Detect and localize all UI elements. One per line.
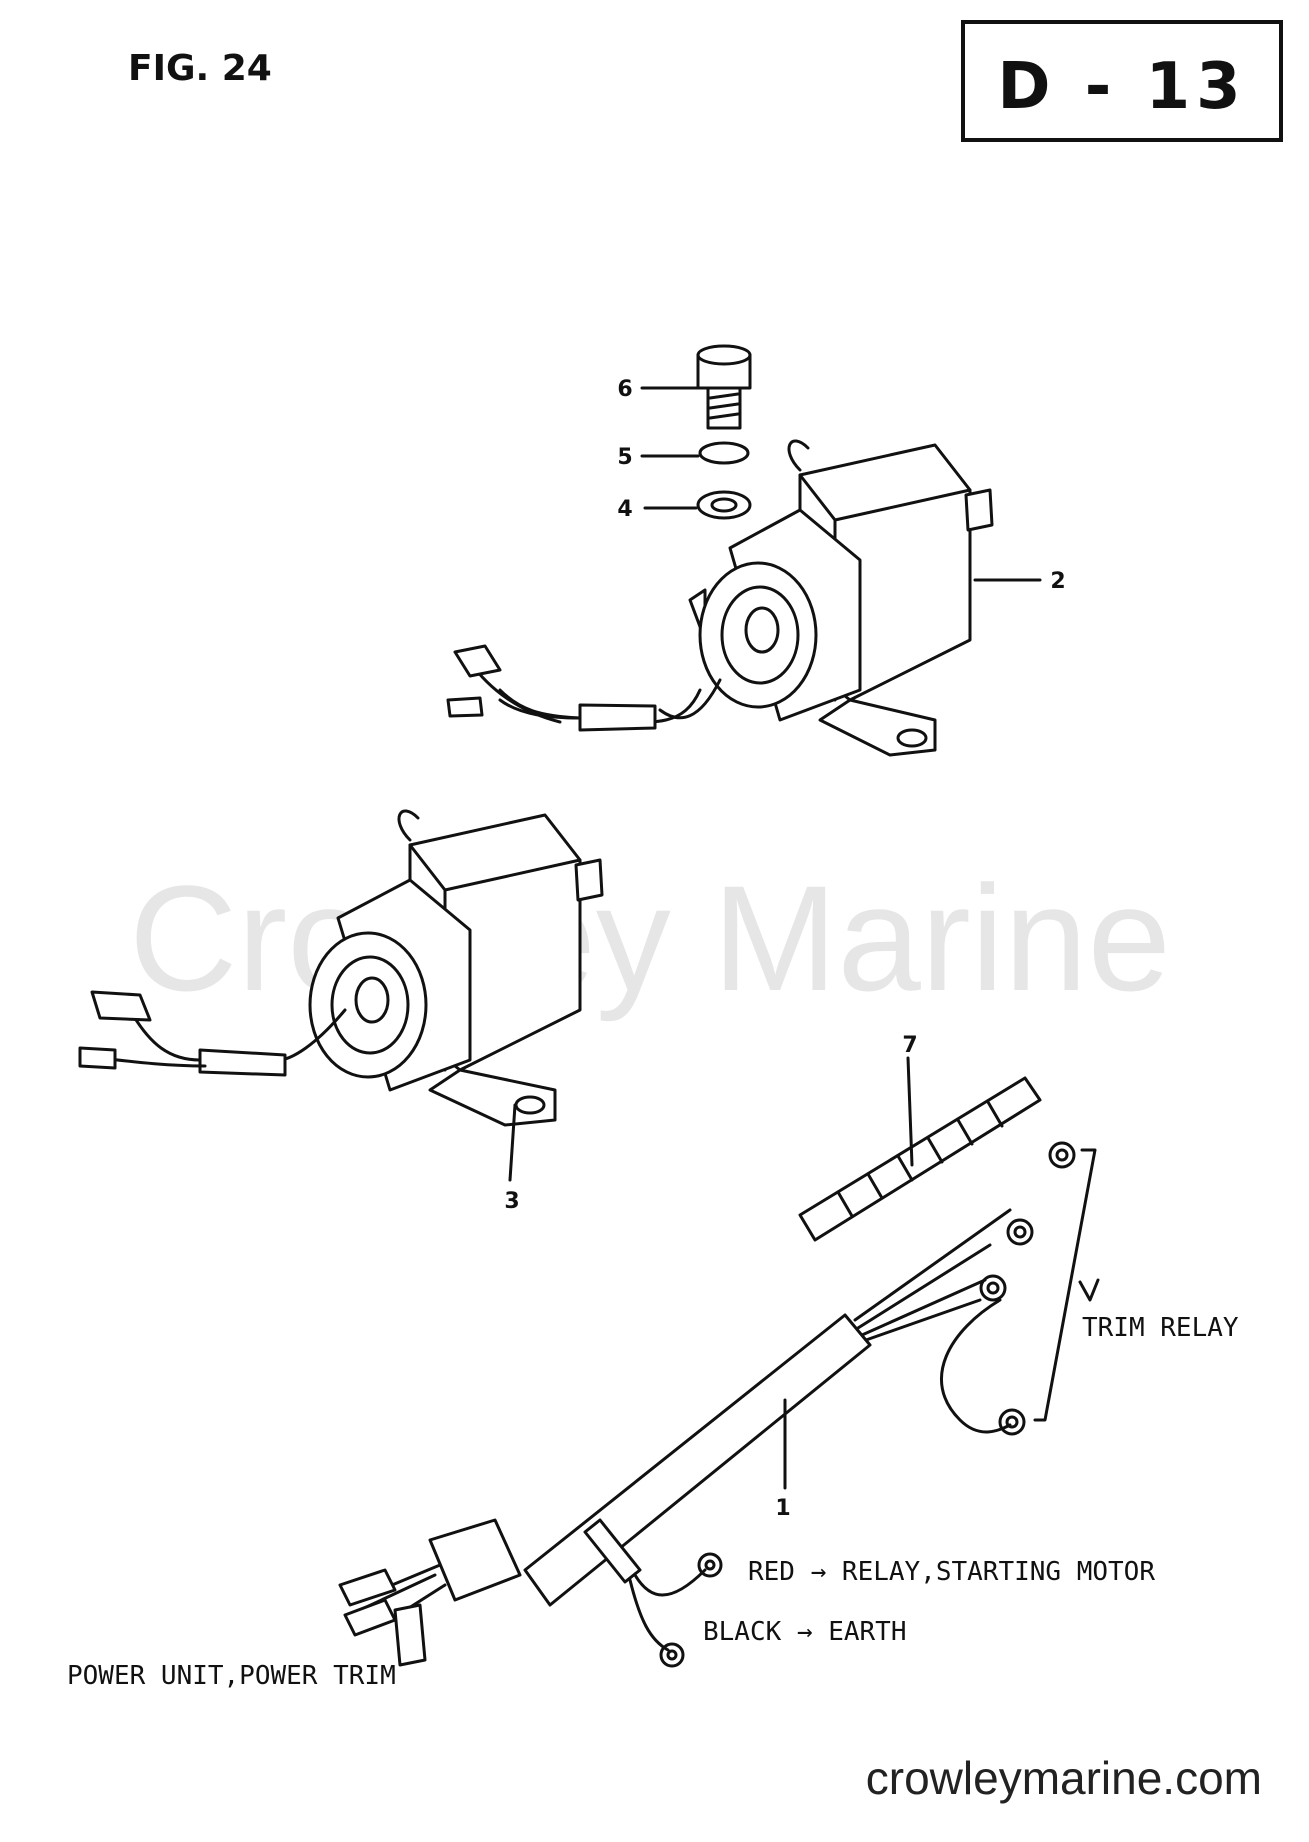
part-number-5: 5 [617, 445, 632, 470]
part-number-4: 4 [617, 497, 632, 522]
relay-part-3 [308, 809, 604, 1127]
site-url: crowleymarine.com [866, 1752, 1262, 1804]
lock-washer-part-5 [698, 441, 750, 465]
relay-part-2 [688, 439, 994, 757]
trim-relay-arrow [1078, 1278, 1100, 1302]
relay-part-3-wires [78, 990, 347, 1077]
figure-number: FIG. 24 [128, 48, 272, 89]
bolt-part-6 [696, 344, 752, 430]
diagram-code: D - 13 [997, 50, 1246, 124]
label-black-earth: BLACK → EARTH [703, 1617, 907, 1647]
watermark: Crowley Marine [129, 854, 1171, 1022]
part-number-1: 1 [775, 1496, 790, 1521]
leader-3 [508, 1103, 517, 1182]
leader-7 [906, 1056, 914, 1167]
label-red-relay: RED → RELAY,STARTING MOTOR [748, 1557, 1155, 1587]
relay-part-2-wires [446, 644, 722, 732]
washer-part-4 [696, 490, 752, 520]
protector-tube-part-7 [798, 1076, 1042, 1242]
wire-harness-part-1 [338, 1141, 1076, 1668]
trim-relay-bracket [1033, 1148, 1097, 1422]
part-number-3: 3 [504, 1189, 519, 1214]
label-trim-relay: TRIM RELAY [1082, 1313, 1239, 1343]
part-number-2: 2 [1050, 569, 1065, 594]
label-power-unit: POWER UNIT,POWER TRIM [67, 1661, 396, 1691]
part-number-6: 6 [617, 377, 632, 402]
part-number-7: 7 [902, 1033, 917, 1058]
diagram-code-box: D - 13 [961, 20, 1283, 142]
